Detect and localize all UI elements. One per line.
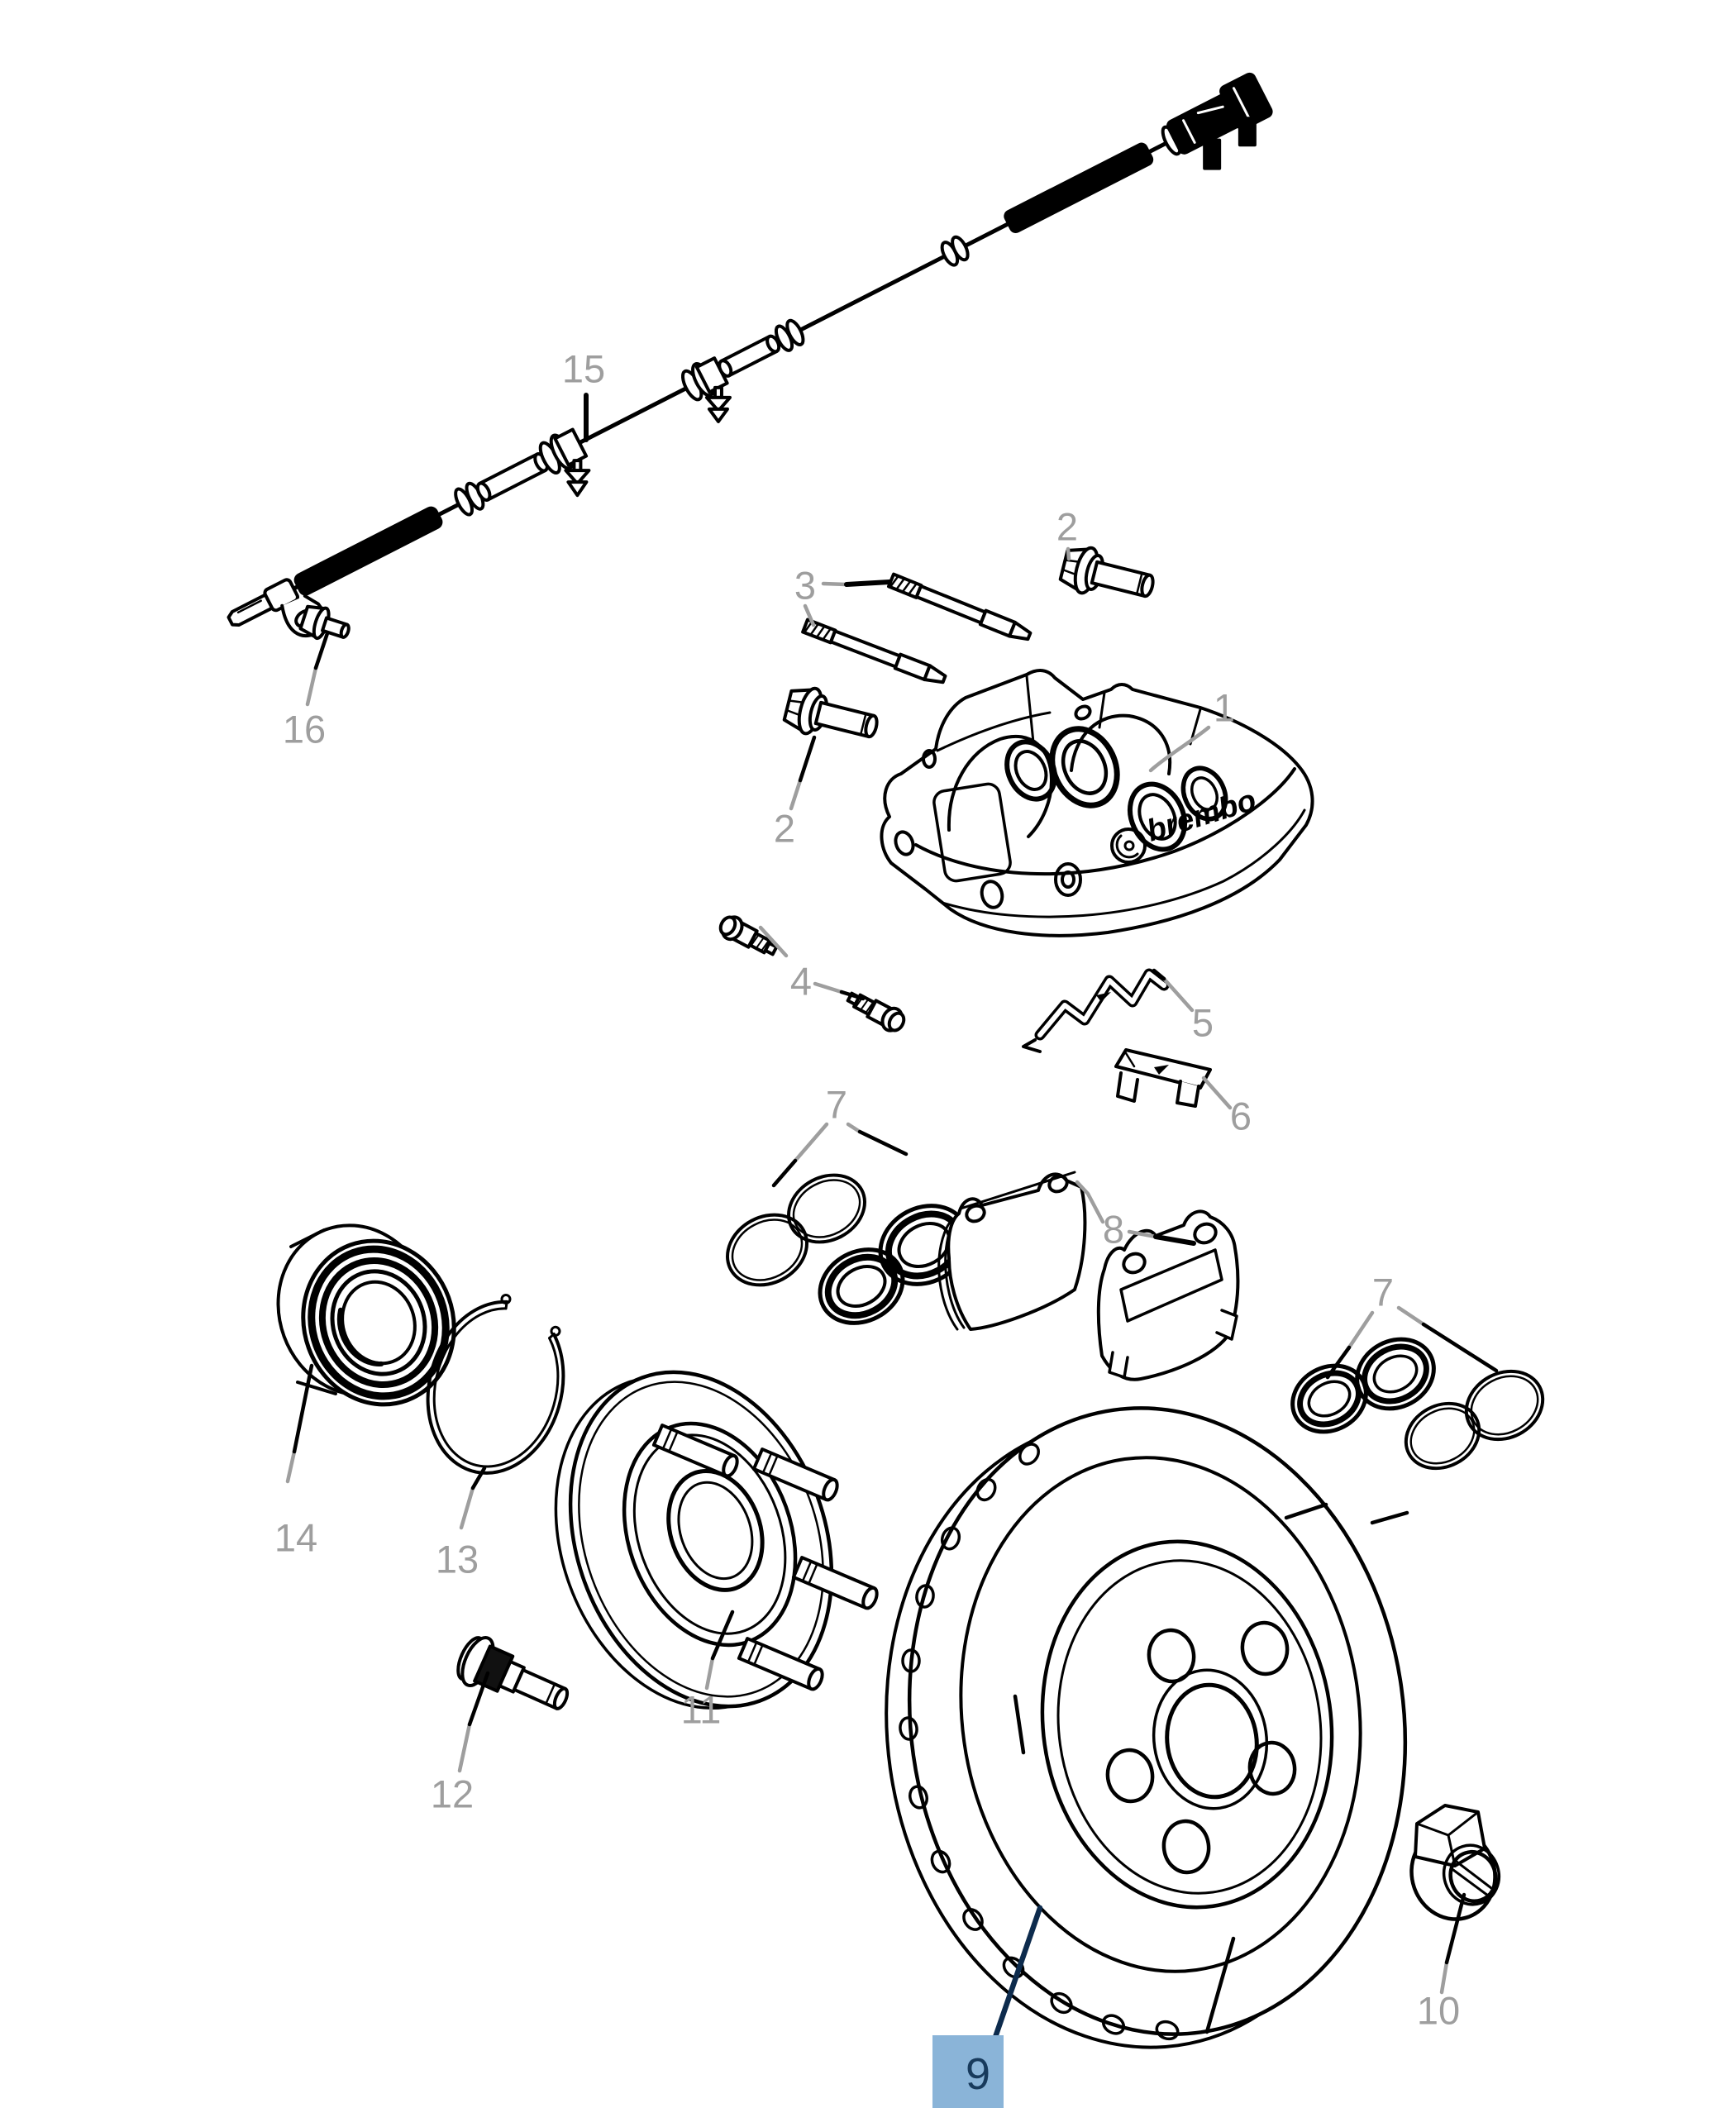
pad-retainer-spring <box>1022 968 1170 1053</box>
callout-15: 15 <box>561 346 606 391</box>
callout-7-right: 7 <box>1371 1270 1395 1314</box>
bleeder-screw-lower <box>846 991 906 1033</box>
callout-9-selected[interactable]: 9 <box>932 2035 1004 2108</box>
anti-rattle-clip <box>1114 1048 1212 1108</box>
callout-10: 10 <box>1416 1988 1461 2033</box>
wheel-hub <box>554 1370 879 1710</box>
piston-seals-right <box>1290 1337 1545 1471</box>
brake-pad-outer <box>1096 1209 1240 1381</box>
callout-14: 14 <box>274 1515 318 1560</box>
callout-7-left: 7 <box>825 1082 848 1127</box>
leader-lines <box>285 393 1499 2067</box>
callout-5: 5 <box>1191 1000 1214 1045</box>
callout-11: 11 <box>680 1687 722 1732</box>
bleeder-screw-upper <box>718 915 779 956</box>
callout-8: 8 <box>1102 1207 1125 1252</box>
hub-nut <box>1409 1804 1501 1921</box>
wheel-stud <box>456 1636 570 1710</box>
brake-pad-inner <box>937 1171 1087 1331</box>
callout-2-upper: 2 <box>1056 504 1079 549</box>
callout-12: 12 <box>430 1772 475 1816</box>
callout-4: 4 <box>789 959 813 1004</box>
sensor-bolt <box>298 604 351 641</box>
callout-1: 1 <box>1213 685 1236 730</box>
caliper-bolt-lower <box>782 686 879 739</box>
caliper-bolt-upper <box>1058 546 1155 599</box>
brake-caliper: brembo <box>880 669 1314 937</box>
snap-ring <box>426 1293 565 1475</box>
guide-pin-upper <box>887 572 1033 641</box>
brake-rotor <box>885 1406 1409 2049</box>
guide-pin-lower <box>801 618 947 684</box>
wheel-bearing <box>276 1223 456 1407</box>
callout-3: 3 <box>794 563 817 608</box>
callout-2-lower: 2 <box>773 806 796 851</box>
callout-13: 13 <box>435 1537 479 1581</box>
piston-seals-left <box>726 1173 971 1325</box>
callout-6: 6 <box>1229 1094 1252 1138</box>
callout-16: 16 <box>282 707 327 751</box>
